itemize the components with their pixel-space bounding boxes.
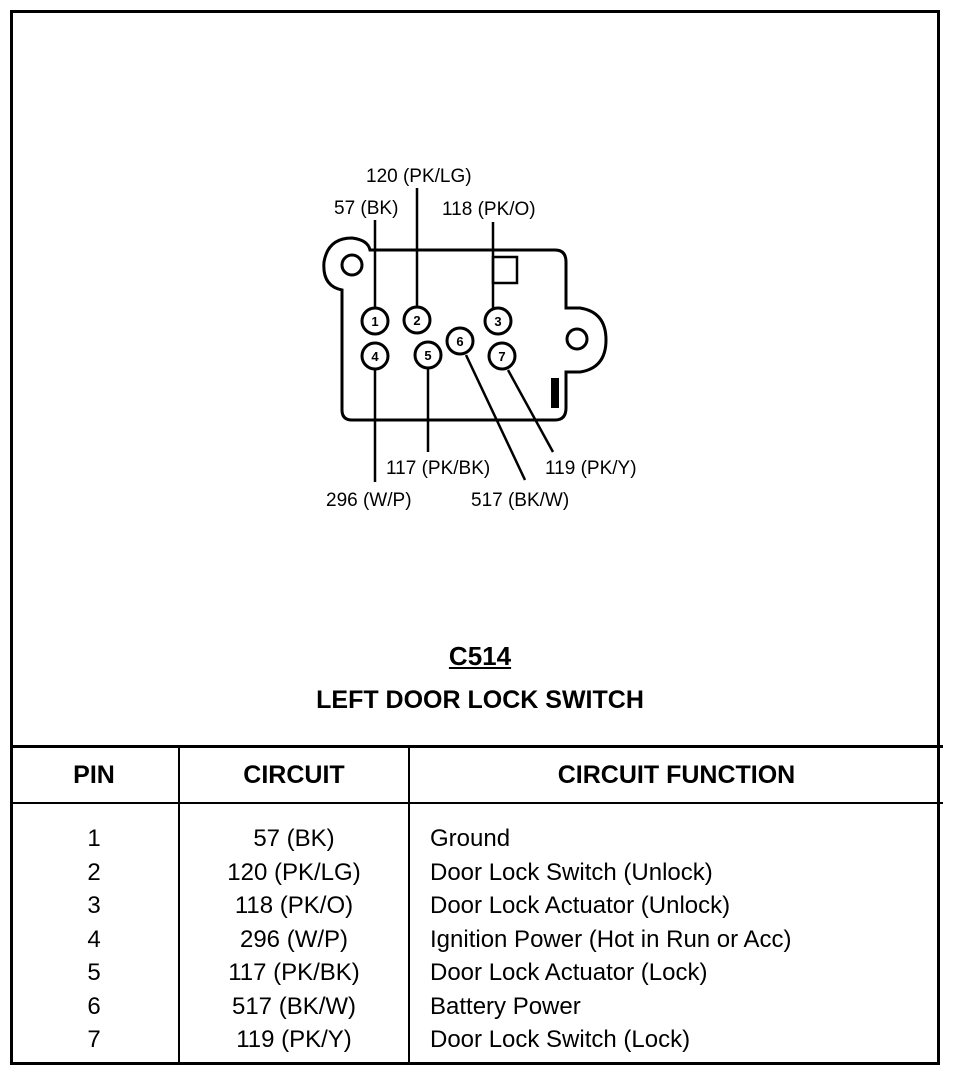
table-cell-function: Door Lock Switch (Lock) [430,1026,691,1053]
wire-pin7 [506,369,555,453]
pin-4: 4 [360,341,390,371]
diagram-frame [10,10,940,1065]
table-body: 1 2 3 4 5 6 7 57 (BK) 120 (PK/LG) 118 (P… [10,803,943,1065]
connector-body [322,236,608,422]
table-cell-function: Battery Power [430,992,581,1020]
wire-pin6 [464,354,527,481]
table-cell-function: Door Lock Actuator (Lock) [430,959,708,986]
wire-label-pin1: 57 (BK) [334,198,398,219]
svg-text:2: 2 [413,313,420,328]
circuit-column: 57 (BK) 120 (PK/LG) 118 (PK/O) 296 (W/P)… [179,803,410,1065]
table-cell-function: Door Lock Switch (Unlock) [430,858,713,886]
table-cell-pin: 7 [87,1026,101,1053]
table-cell-pin: 3 [87,892,101,919]
header-circuit: CIRCUIT [179,745,410,804]
table-cell-circuit: 120 (PK/LG) [227,858,361,886]
table-cell-pin: 2 [87,858,101,886]
svg-text:7: 7 [498,349,505,364]
pin-1: 1 [360,306,390,336]
connector-diagram: 1 2 3 4 5 6 7 120 (PK/LG) 57 (BK) 118 (P… [322,166,637,511]
table-cell-function: Ground [430,825,511,852]
mounting-hole-left [340,253,364,277]
table-cell-function: Door Lock Actuator (Unlock) [430,892,731,919]
table-cell-function: Ignition Power (Hot in Run or Acc) [430,925,792,953]
pin-7: 7 [487,341,517,371]
table-cell-circuit: 119 (PK/Y) [236,1026,352,1053]
table-cell-circuit: 57 (BK) [253,825,335,852]
pin-6: 6 [445,326,475,356]
wire-label-pin2: 120 (PK/LG) [366,166,472,187]
component-name: LEFT DOOR LOCK SWITCH [316,686,644,714]
wire-label-pin6: 517 (BK/W) [471,490,569,511]
connector-key [491,255,519,285]
function-column: Ground Door Lock Switch (Unlock) Door Lo… [409,803,943,1065]
table-cell-pin: 4 [87,925,101,953]
mounting-hole-right [565,327,589,351]
table-cell-circuit: 296 (W/P) [239,925,349,953]
table-cell-pin: 5 [87,959,101,986]
connector-id: C514 [448,641,512,671]
svg-text:6: 6 [456,334,463,349]
svg-text:5: 5 [424,348,431,363]
table-cell-pin: 6 [87,992,101,1020]
table-cell-circuit: 517 (BK/W) [231,992,357,1020]
connector-latch [551,378,559,408]
pin-5: 5 [413,340,443,370]
wire-label-pin3: 118 (PK/O) [442,199,536,220]
table-cell-circuit: 118 (PK/O) [234,892,354,919]
wire-label-pin7: 119 (PK/Y) [545,458,637,479]
svg-text:4: 4 [371,349,379,364]
pin-3: 3 [483,306,513,336]
pin-table: PIN CIRCUIT CIRCUIT FUNCTION 1 2 3 4 5 6… [10,745,943,1065]
pin-2: 2 [402,305,432,335]
svg-text:3: 3 [494,314,501,329]
wire-label-pin5: 117 (PK/BK) [386,458,490,479]
table-cell-circuit: 117 (PK/BK) [228,959,360,986]
svg-text:1: 1 [371,314,378,329]
header-pin: PIN [10,745,180,804]
wire-label-pin4: 296 (W/P) [326,490,412,511]
pin-column: 1 2 3 4 5 6 7 [10,803,180,1065]
header-function: CIRCUIT FUNCTION [409,745,943,804]
table-cell-pin: 1 [87,825,101,852]
table-header-row: PIN CIRCUIT CIRCUIT FUNCTION [10,745,943,804]
